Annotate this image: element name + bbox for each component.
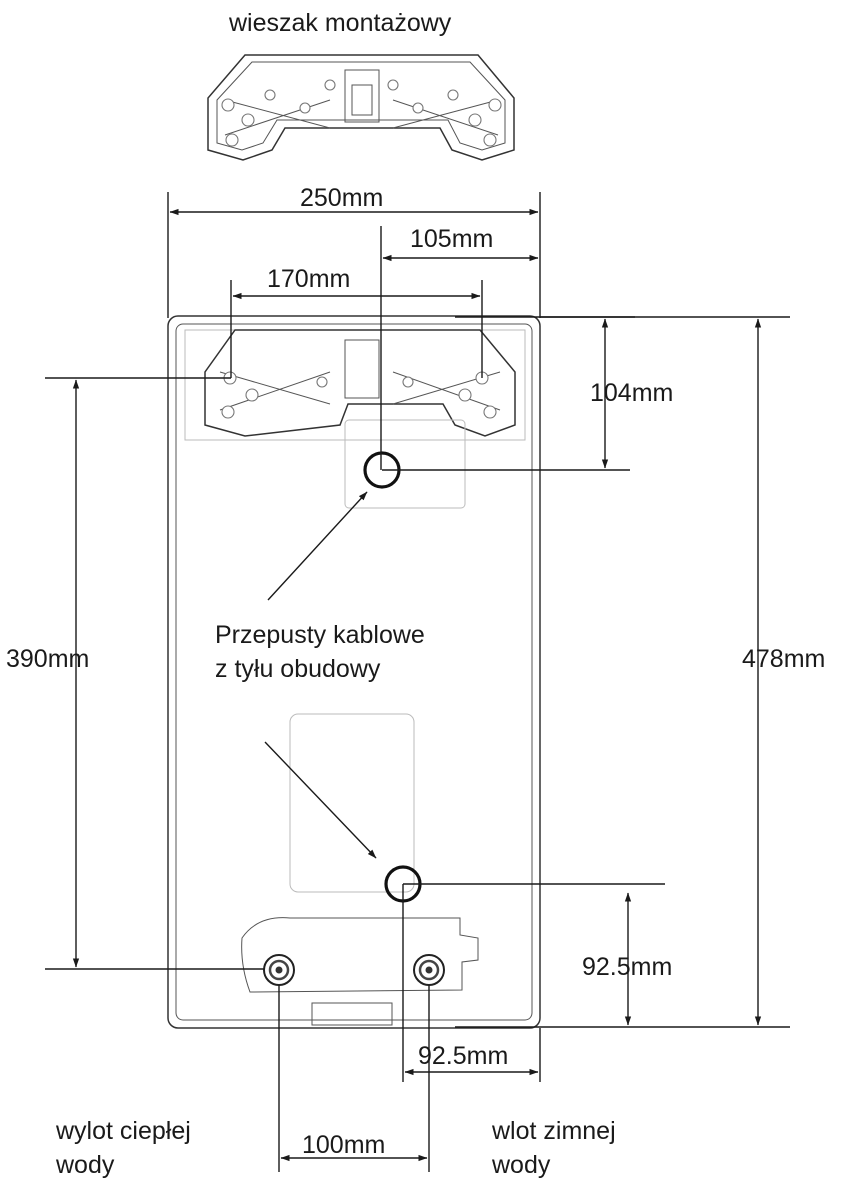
top-to-hole-label: 104mm bbox=[590, 379, 674, 407]
cold-water-connector-icon bbox=[413, 954, 445, 986]
mounting-bracket-icon bbox=[207, 54, 515, 161]
bracket-title: wieszak montażowy bbox=[229, 9, 452, 37]
hot-line-2: wody bbox=[56, 1151, 115, 1179]
offset-105-label: 105mm bbox=[410, 225, 494, 253]
heater-housing bbox=[167, 315, 541, 1029]
bottom-hole-label: 92.5mm bbox=[582, 953, 673, 981]
side-offset-label: 92.5mm bbox=[418, 1042, 509, 1070]
cable-note-line-2: z tyłu obudowy bbox=[215, 655, 381, 683]
hot-water-connector-icon bbox=[263, 954, 295, 986]
mount-height-label: 390mm bbox=[6, 645, 90, 673]
cold-line-1: wlot zimnej bbox=[492, 1117, 616, 1145]
cold-water-inlet-label: wlot zimnej wody bbox=[492, 1114, 692, 1182]
bracket-holes-label: 170mm bbox=[267, 265, 351, 293]
pipe-spacing-label: 100mm bbox=[302, 1131, 386, 1159]
leader-arrow-bottom bbox=[264, 741, 377, 859]
cable-passthrough-note: Przepusty kablowe z tyłu obudowy bbox=[215, 618, 485, 686]
hot-water-outlet-label: wylot ciepłej wody bbox=[56, 1114, 266, 1182]
width-total-label: 250mm bbox=[300, 184, 384, 212]
cable-note-line-1: Przepusty kablowe bbox=[215, 621, 425, 649]
hot-line-1: wylot ciepłej bbox=[56, 1117, 191, 1145]
total-height-label: 478mm bbox=[742, 645, 826, 673]
leader-arrow-top bbox=[267, 491, 368, 601]
cold-line-2: wody bbox=[492, 1151, 551, 1179]
